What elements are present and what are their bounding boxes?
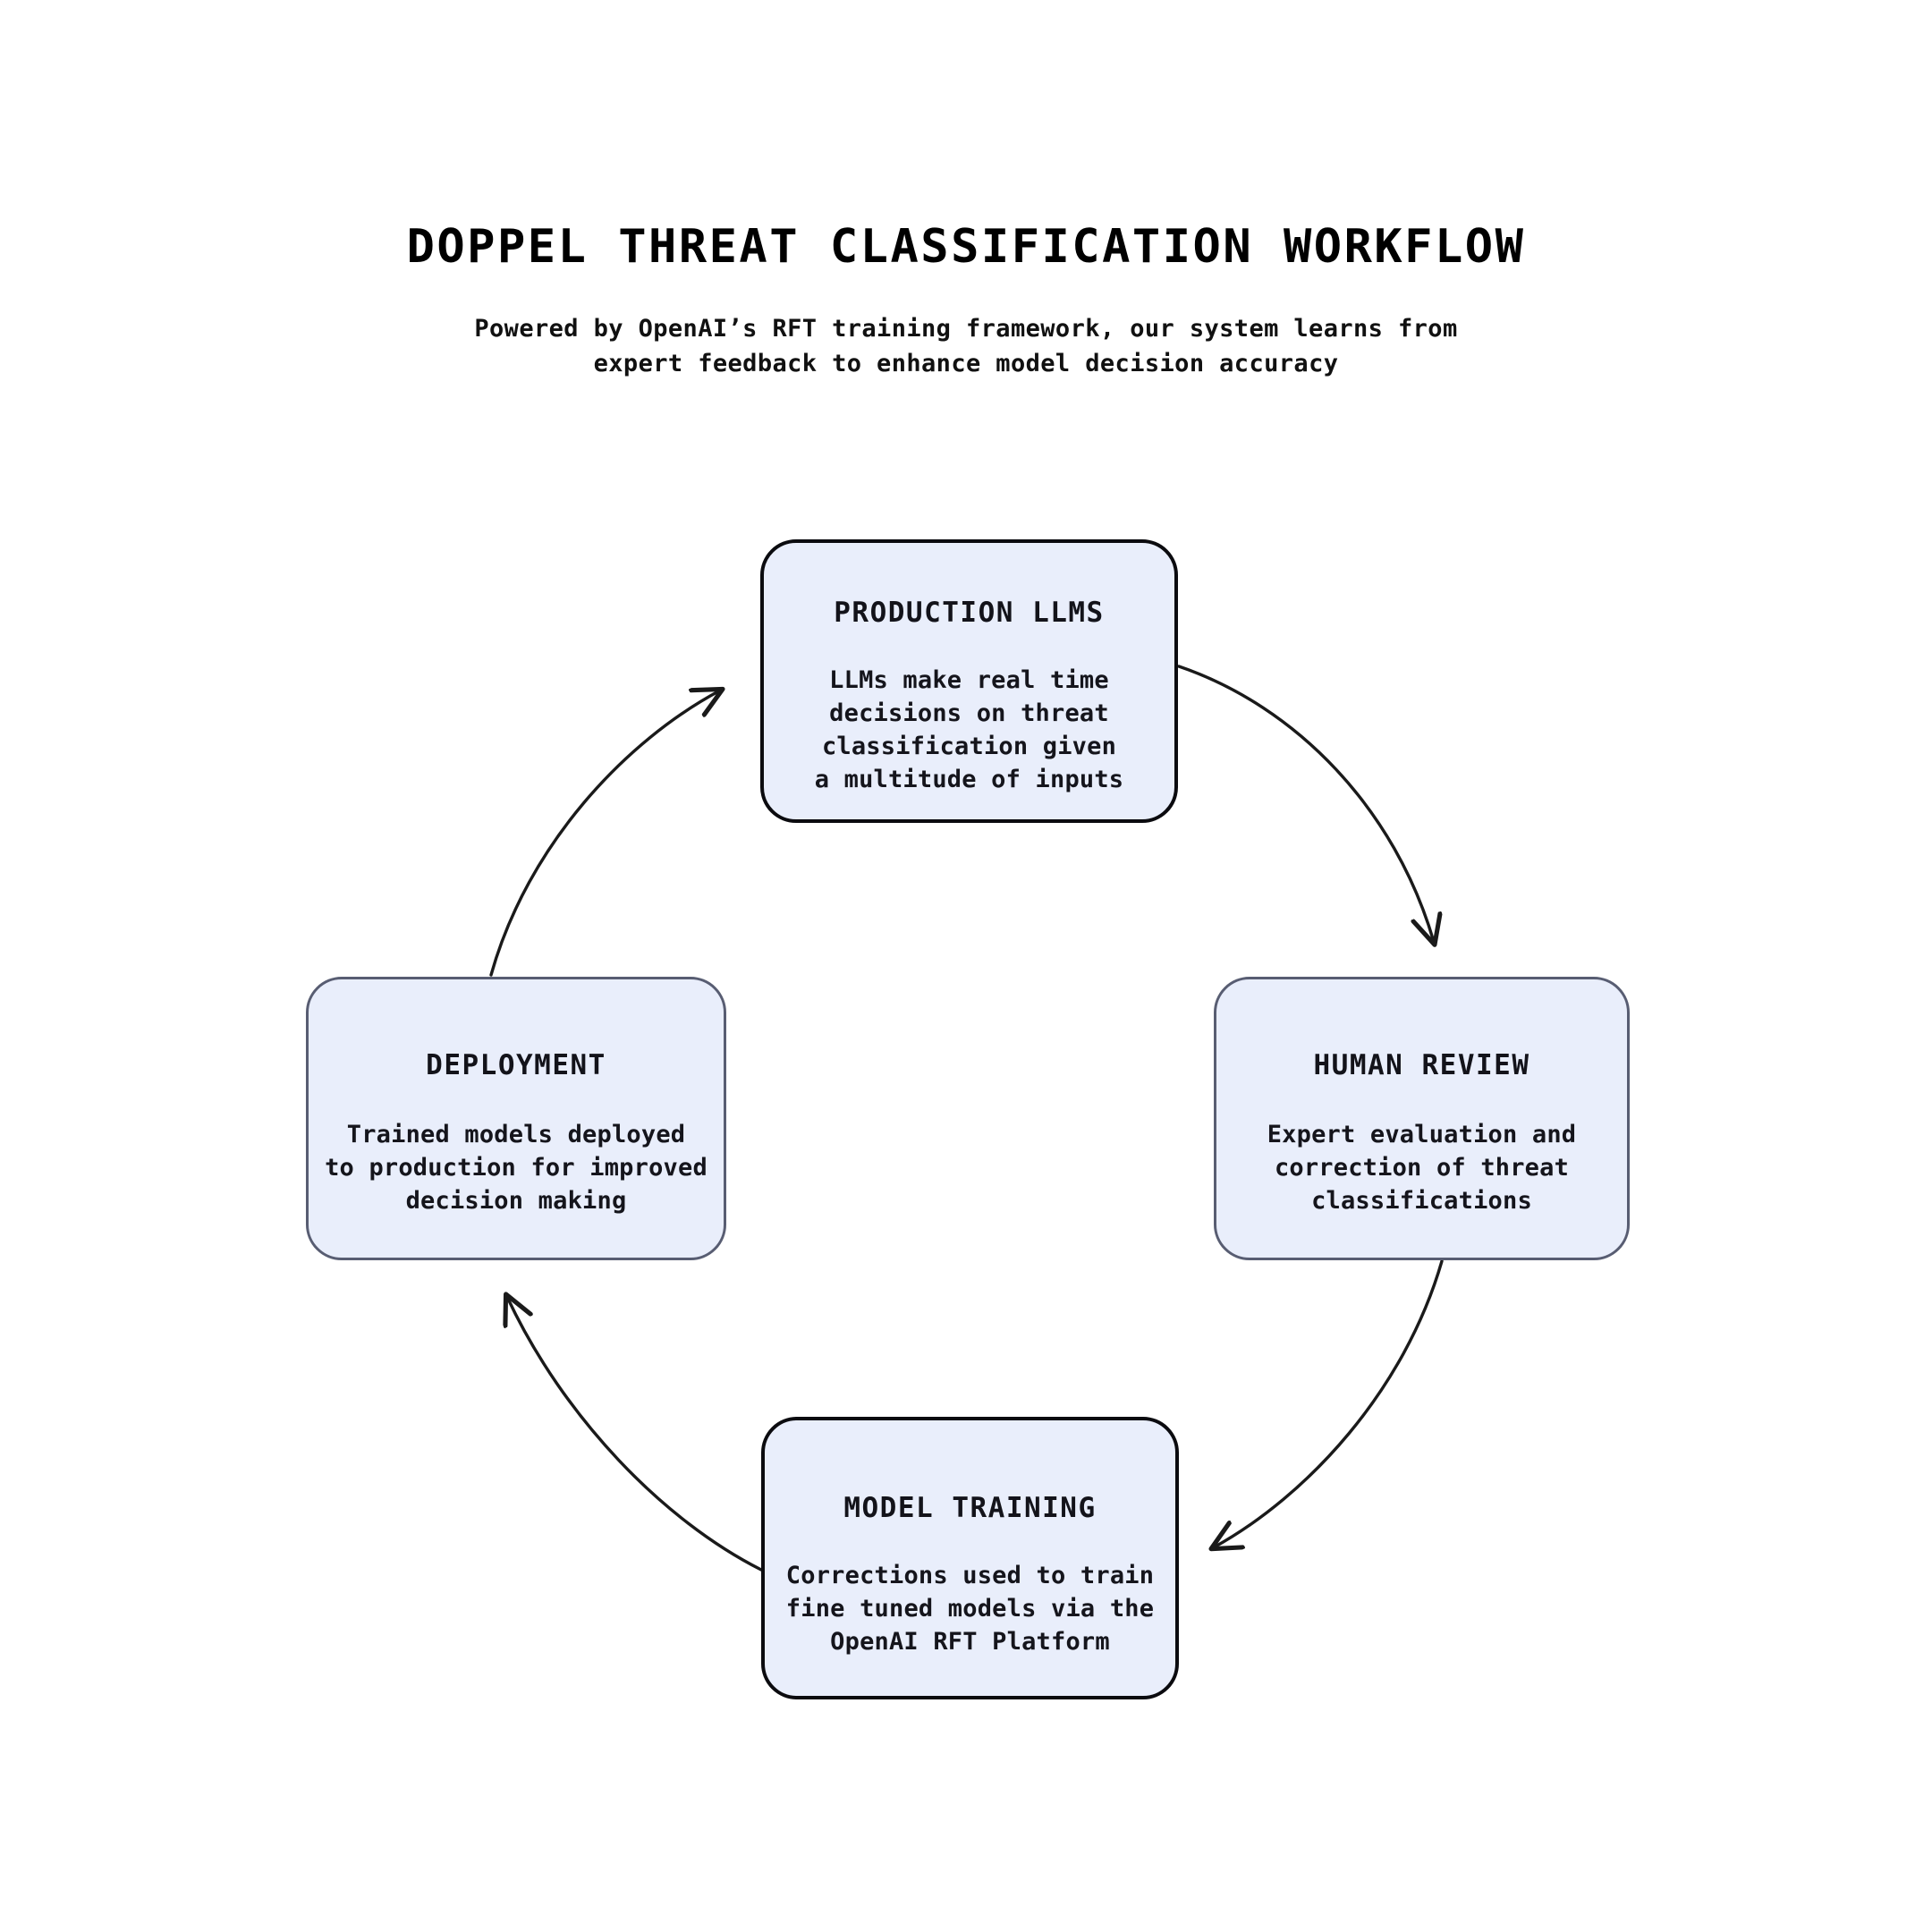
- node-model-training-title: MODEL TRAINING: [843, 1492, 1097, 1524]
- node-human-review-title: HUMAN REVIEW: [1313, 1049, 1530, 1081]
- desc-line: decisions on threat: [829, 699, 1109, 727]
- edge-human-to-training: [1214, 1259, 1444, 1547]
- edge-production-to-human: [1177, 665, 1434, 942]
- node-model-training[interactable]: MODEL TRAINING Corrections used to train…: [761, 1417, 1179, 1699]
- node-model-training-description: Corrections used to train fine tuned mod…: [786, 1560, 1154, 1659]
- desc-line: Trained models deployed: [346, 1121, 686, 1148]
- desc-line: fine tuned models via the: [785, 1594, 1155, 1623]
- desc-line: LLMs make real time: [829, 666, 1109, 694]
- desc-line: to production for improved: [325, 1153, 708, 1182]
- header: DOPPEL THREAT CLASSIFICATION WORKFLOW Po…: [0, 0, 1932, 381]
- desc-line: decision making: [405, 1186, 627, 1215]
- subtitle-line-1: Powered by OpenAI’s RFT training framewo…: [474, 315, 1458, 343]
- node-production-llms[interactable]: PRODUCTION LLMS LLMs make real time deci…: [760, 539, 1178, 823]
- node-deployment-title: DEPLOYMENT: [426, 1049, 606, 1081]
- desc-line: classification given: [821, 732, 1117, 760]
- desc-line: OpenAI RFT Platform: [830, 1627, 1110, 1656]
- page-subtitle: Powered by OpenAI’s RFT training framewo…: [0, 312, 1932, 381]
- node-deployment-description: Trained models deployed to production fo…: [325, 1119, 708, 1218]
- desc-line: classifications: [1311, 1186, 1532, 1215]
- page-title: DOPPEL THREAT CLASSIFICATION WORKFLOW: [406, 220, 1526, 274]
- desc-line: correction of threat: [1274, 1153, 1570, 1182]
- node-human-review-description: Expert evaluation and correction of thre…: [1267, 1119, 1577, 1218]
- node-deployment[interactable]: DEPLOYMENT Trained models deployed to pr…: [306, 977, 726, 1260]
- node-production-llms-title: PRODUCTION LLMS: [834, 597, 1105, 629]
- desc-line: a multitude of inputs: [814, 765, 1124, 793]
- desc-line: Corrections used to train: [785, 1562, 1155, 1589]
- node-human-review[interactable]: HUMAN REVIEW Expert evaluation and corre…: [1214, 977, 1630, 1260]
- desc-line: Expert evaluation and: [1267, 1121, 1577, 1148]
- node-production-llms-description: LLMs make real time decisions on threat …: [815, 665, 1124, 797]
- edge-training-to-deployment: [507, 1297, 763, 1572]
- subtitle-line-2: expert feedback to enhance model decisio…: [593, 349, 1339, 377]
- edge-deployment-to-production: [489, 691, 720, 977]
